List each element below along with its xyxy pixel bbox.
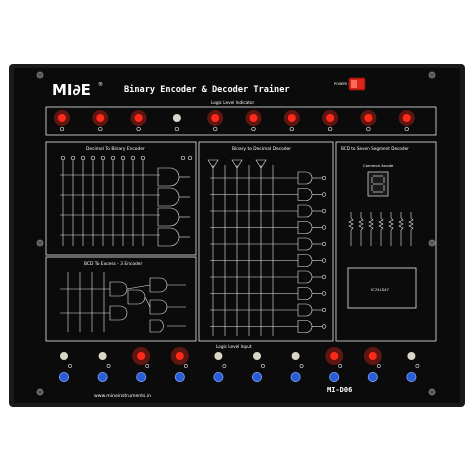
input-switch[interactable]: [290, 352, 304, 382]
indicator-led: [207, 110, 224, 132]
encoder-box: [45, 141, 197, 256]
input-switch[interactable]: [251, 352, 265, 382]
input-switch[interactable]: [363, 347, 382, 382]
input-switch[interactable]: [132, 347, 151, 382]
panel-title: Binary Encoder & Decoder Trainer: [124, 84, 290, 95]
power-label: POWER ON: [334, 82, 354, 86]
power-switch-rocker: [351, 80, 357, 88]
website-text: www.mineinstruments.in: [94, 393, 151, 399]
input-switch[interactable]: [213, 352, 227, 382]
indicator-led: [245, 110, 262, 132]
seven-seg-digit: [371, 175, 385, 193]
input-switch[interactable]: [59, 352, 72, 382]
brand-logo: MI∂E: [52, 81, 91, 99]
section-indicator-label: Logic Level Indicator: [211, 100, 254, 105]
indicator-led: [54, 110, 70, 132]
indicator-led: [283, 110, 300, 132]
indicator-led: [398, 110, 415, 132]
section-seven-seg-label: BCD to Seven Segment Decoder: [341, 146, 409, 151]
section-decoder-label: Binary to Decimal Decoder: [232, 146, 291, 152]
decoder-box: [198, 141, 334, 342]
indicator-led: [130, 110, 147, 132]
section-excess3-label: BCD To Excess - 3 Encoder: [84, 261, 142, 267]
input-switch[interactable]: [325, 347, 344, 382]
excess3-circuit: [60, 272, 186, 333]
indicator-led: [92, 110, 109, 132]
common-anode-label: Common Anode: [363, 163, 394, 168]
input-switch-row: [59, 347, 420, 382]
indicator-led: [322, 110, 339, 132]
ic-chip: [347, 267, 417, 309]
input-switch[interactable]: [97, 352, 111, 382]
model-number: MI-D06: [327, 386, 352, 394]
section-encoder-label: Decimal To Binary Encoder: [86, 146, 145, 152]
indicator-led: [172, 114, 181, 132]
excess3-box: [45, 256, 197, 342]
input-switch[interactable]: [170, 347, 189, 382]
encoder-terminals: [60, 155, 193, 161]
input-switch[interactable]: [406, 352, 420, 382]
ic-label: IC74LS47: [371, 287, 390, 292]
encoder-circuit: [60, 158, 190, 247]
decoder-circuit: [207, 159, 327, 336]
brand-registered: ®: [98, 81, 103, 88]
panel-screws: [36, 71, 436, 396]
resistor-array: [348, 212, 414, 246]
indicator-box: [45, 106, 437, 136]
section-input-label: Logic Level Input: [216, 344, 252, 349]
indicator-led-row: [54, 110, 415, 132]
seven-seg-box: [335, 141, 437, 342]
indicator-led: [360, 110, 377, 132]
